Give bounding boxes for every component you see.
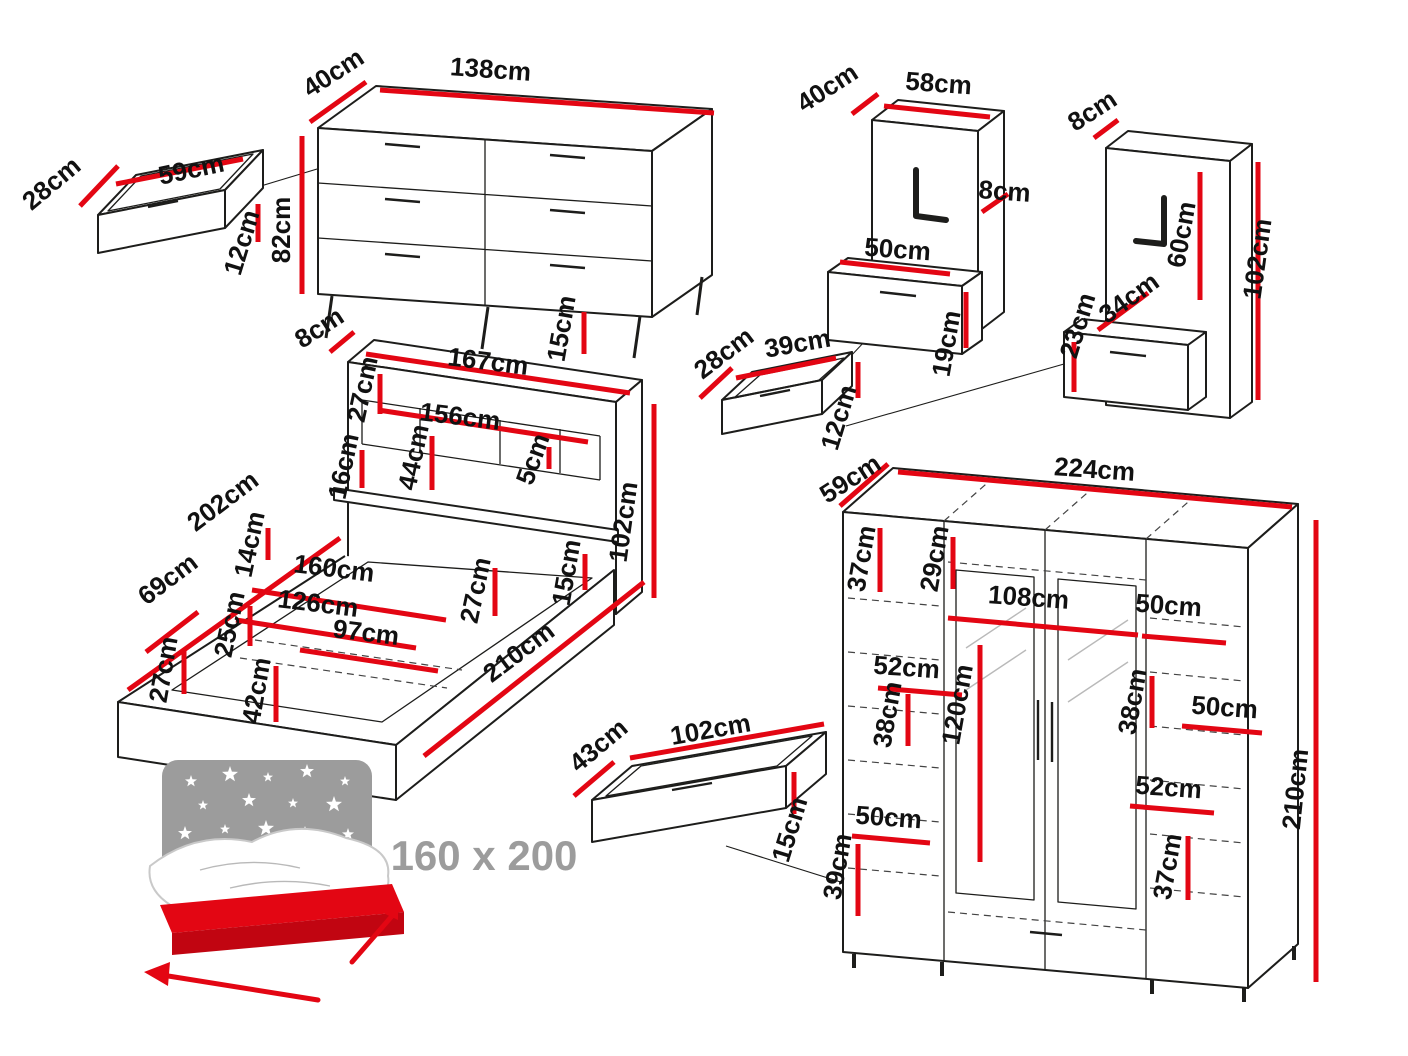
dresser-drawer-divisions (317, 139, 653, 306)
dresser: 40cm 138cm 82cm 15cm (266, 42, 715, 364)
dresser-dim-lines (299, 79, 715, 354)
dim-wardrobe-lower-left-w: 50cm (854, 800, 922, 835)
bed-icon-arrow-length-head (381, 898, 398, 920)
drawer-a-inner-rim (107, 153, 254, 212)
wardrobe-top-divisions (943, 477, 1196, 540)
wardrobe-side (1247, 503, 1299, 989)
bed-dim-lines (126, 330, 657, 758)
dresser-legs (324, 276, 704, 359)
dim-wardrobe-shelf-width: 108cm (987, 579, 1070, 615)
drawer-d-inner-rim (733, 357, 845, 399)
wardrobe-center-lines (947, 561, 1147, 931)
unit1-drawer-handle (879, 290, 917, 298)
dim-wardrobe-shelf-right: 50cm (1134, 588, 1202, 623)
drawer-a-side (224, 149, 264, 229)
wardrobe-mirror-left (955, 569, 1035, 901)
bed-icon-arrow-length (349, 913, 395, 965)
wardrobe: 59cm 224cm 37cm 29cm 108cm 50cm 52cm 38c… (814, 448, 1319, 1002)
wall-unit-2: 8cm 102cm 60cm 23cm 34cm (1053, 84, 1278, 419)
bed-icon-arrow-width-head (144, 962, 170, 986)
drawer-f-handle (671, 781, 713, 792)
drawer-a: 28cm 59cm 12cm (16, 148, 265, 279)
drawer-a-handle (147, 199, 179, 209)
drawer-d-side (821, 351, 853, 415)
dim-bed-side-height: 69cm (132, 547, 203, 611)
unit2-drawer-side (1187, 331, 1207, 411)
wardrobe-handles (1029, 700, 1063, 937)
dim-wardrobe-mid-right-w: 50cm (1190, 690, 1258, 725)
bed: 8cm 167cm 27cm 156cm 44cm 16cm 5cm 102cm… (117, 301, 657, 801)
wardrobe-mirror-shine (965, 607, 1129, 703)
dim-unit2-panel: 8cm (1062, 84, 1122, 138)
bed-icon: 160 x 200 (144, 760, 578, 1003)
dim-wardrobe-width: 224cm (1053, 451, 1136, 487)
bed-frame-right-face (395, 569, 615, 801)
unit2-drawer-front (1063, 331, 1189, 411)
wardrobe-dim-lines (838, 462, 1319, 982)
unit1-hook-icon (913, 167, 949, 223)
wardrobe-door-divisions (943, 521, 1147, 979)
unit2-hook-icon (1133, 195, 1167, 247)
wardrobe-mirror-right (1057, 578, 1137, 910)
bed-icon-arrow-width (159, 972, 321, 1003)
wall-unit-1: 40cm 58cm 8cm 50cm 19cm (791, 57, 1032, 379)
dim-bed-rail-top: 14cm (228, 508, 271, 579)
bed-icon-mattress-front (172, 912, 404, 955)
dim-unit1-panel: 8cm (978, 174, 1032, 208)
bed-interior-dashed (239, 639, 463, 689)
dim-unit1-drawer-width: 50cm (863, 232, 931, 267)
bed-shelf-ledge (333, 487, 619, 543)
dim-unit1-width: 58cm (904, 66, 972, 101)
drawer-d-handle (759, 388, 791, 398)
dim-drawer-f-depth: 43cm (563, 712, 633, 778)
drawer-f: 43cm 102cm 15cm (563, 707, 827, 866)
leader-drawer-to-unit2 (845, 363, 1065, 427)
bed-niche (361, 399, 601, 481)
unit2-drawer-handle (1109, 350, 1147, 358)
bed-headboard-front (347, 361, 617, 615)
bed-icon-mattress-top (160, 884, 404, 933)
drawer-f-dim-lines (572, 721, 825, 814)
bed-size-label: 160 x 200 (391, 832, 578, 879)
drawer-d-dim-lines (698, 355, 861, 400)
unit1-drawer-front (827, 271, 963, 355)
bed-icon-blanket-folds (199, 861, 331, 889)
wardrobe-feet (852, 946, 1296, 1002)
dim-dresser-width: 138cm (449, 51, 532, 87)
bed-frame-inner (171, 561, 593, 723)
dim-drawer-a-depth: 28cm (16, 150, 86, 216)
dim-wardrobe-mid-left-w: 52cm (872, 650, 940, 685)
dim-dresser-depth: 40cm (297, 42, 369, 103)
unit1-dim-lines (839, 92, 1010, 348)
dim-unit1-depth: 40cm (791, 57, 863, 118)
unit2-dim-lines (1071, 118, 1261, 400)
dim-dresser-height: 82cm (266, 197, 296, 264)
drawer-f-inner-rim (605, 735, 813, 797)
drawer-a-dim-lines (78, 156, 261, 242)
dim-wardrobe-lower-right-w: 52cm (1134, 770, 1202, 805)
dresser-handles (384, 142, 586, 270)
